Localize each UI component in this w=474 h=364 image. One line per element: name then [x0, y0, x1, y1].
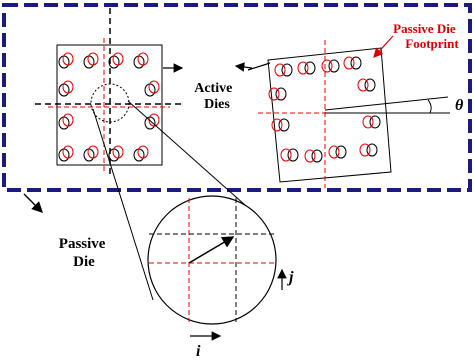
active-pad	[304, 61, 316, 75]
footprint-pad	[62, 145, 74, 159]
active-pad	[278, 118, 290, 132]
footprint-pad	[280, 148, 292, 162]
active-pad	[281, 63, 293, 77]
footprint-pad	[62, 52, 74, 66]
right-pad-pair	[362, 115, 381, 129]
passive-die-footprint-arrow	[373, 35, 394, 58]
passive-die-footprint-label: Passive Die Footprint	[393, 21, 459, 51]
zoom-tangent-left	[92, 108, 154, 301]
footprint-pad	[87, 145, 99, 159]
right-die-pads	[268, 56, 381, 163]
active-pad	[366, 143, 378, 157]
footprint-pad	[112, 52, 124, 66]
right-pad-pair	[304, 149, 323, 163]
passive-die-footprint-line1: Passive Die	[393, 21, 456, 36]
left-pad-pair	[133, 52, 149, 69]
left-pad-pair	[83, 52, 99, 69]
right-pad-pair	[280, 148, 299, 162]
right-pad-pair	[328, 145, 347, 159]
theta-label: θ	[455, 97, 464, 114]
footprint-pad	[357, 78, 369, 92]
active-pad	[328, 59, 340, 73]
footprint-pad	[362, 115, 374, 129]
active-pad	[287, 148, 299, 162]
misalignment-vector	[188, 236, 235, 264]
footprint-pad	[343, 56, 355, 70]
right-pad-pair	[274, 63, 293, 77]
left-pad-pair	[58, 80, 74, 97]
active-pad	[364, 78, 376, 92]
footprint-pad	[137, 52, 149, 66]
footprint-pad	[137, 145, 149, 159]
left-active-die	[35, 8, 185, 175]
passive-die-footprint-line2: Footprint	[405, 36, 459, 51]
footprint-pad	[304, 149, 316, 163]
passive-die-label-line2: Die	[73, 254, 95, 270]
right-pad-pair	[297, 61, 316, 75]
left-pad-pair	[58, 113, 74, 130]
zoom-region-marker	[90, 83, 130, 123]
footprint-pad	[271, 118, 283, 132]
left-pad-pair	[108, 145, 124, 162]
magnified-circle	[147, 195, 277, 325]
zoom-tangent-right	[127, 100, 255, 214]
footprint-pad	[62, 113, 74, 127]
active-pad	[311, 149, 323, 163]
active-dies-label-line1: Active	[194, 81, 232, 96]
right-pad-pair	[359, 143, 378, 157]
left-pad-pair	[133, 145, 149, 162]
footprint-pad	[328, 145, 340, 159]
footprint-pad	[297, 61, 309, 75]
left-die-pads	[58, 52, 160, 162]
right-die-outline	[267, 47, 392, 183]
j-axis-label: j	[286, 269, 294, 286]
footprint-pad	[321, 59, 333, 73]
footprint-pad	[274, 63, 286, 77]
left-pad-pair	[108, 52, 124, 69]
left-pad-pair	[58, 52, 74, 69]
active-dies-label-line2: Dies	[204, 97, 230, 112]
footprint-pad	[359, 143, 371, 157]
passive-die-arrow	[23, 193, 43, 213]
active-dies-arrow-right	[247, 62, 271, 71]
rotation-angle-line	[324, 96, 449, 111]
passive-die-label-line1: Passive	[59, 236, 106, 252]
right-pad-pair	[271, 118, 290, 132]
active-dies-label: Active Dies	[194, 81, 236, 112]
i-axis-label: i	[196, 343, 201, 360]
footprint-pad	[268, 87, 280, 101]
passive-die-boundary	[2, 3, 472, 192]
footprint-pad	[112, 145, 124, 159]
right-pad-pair	[321, 59, 340, 73]
right-pad-pair	[357, 78, 376, 92]
footprint-pad	[148, 80, 160, 94]
left-die-outline	[56, 44, 163, 166]
passive-die-label: Passive Die	[59, 236, 109, 270]
active-pad	[350, 56, 362, 70]
magnified-view	[147, 195, 277, 325]
footprint-pad	[62, 80, 74, 94]
active-dies-arrow-right-head	[234, 62, 253, 72]
active-pad	[275, 87, 287, 101]
active-pad	[369, 115, 381, 129]
right-pad-pair	[268, 87, 287, 101]
rotation-angle-arc	[427, 99, 432, 114]
right-pad-pair	[343, 56, 362, 70]
left-pad-pair	[144, 80, 160, 97]
left-pad-pair	[58, 145, 74, 162]
footprint-pad	[87, 52, 99, 66]
active-pad	[335, 145, 347, 159]
right-active-die	[258, 40, 450, 188]
left-pad-pair	[83, 145, 99, 162]
